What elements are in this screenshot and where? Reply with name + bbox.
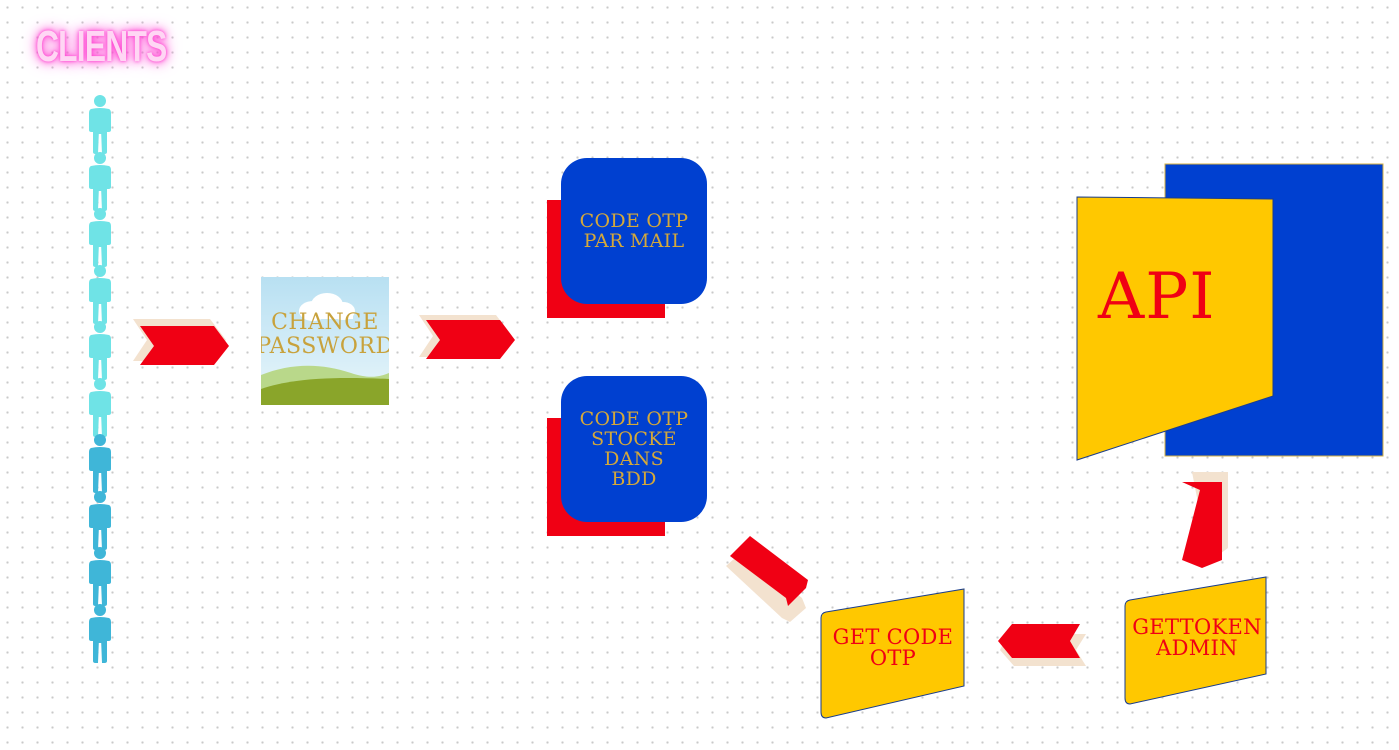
arrow-api-to-gettoken [1182, 472, 1228, 568]
otp-stored-in-db-box: CODE OTP STOCKÉ DANS BDD [547, 376, 709, 536]
clients-column [80, 94, 120, 663]
gettoken-admin-shape [1124, 576, 1267, 705]
person-icon-glyph [89, 265, 111, 324]
person-icon-glyph [89, 152, 111, 211]
person-icon [80, 603, 120, 663]
person-icon-glyph [89, 378, 111, 437]
person-icon-glyph [89, 604, 111, 663]
person-icon [80, 490, 120, 550]
api-label: API [1098, 260, 1216, 334]
person-icon [80, 151, 120, 211]
person-icon-glyph [89, 434, 111, 493]
get-code-otp-shape [820, 588, 965, 719]
landscape-image-icon [261, 277, 389, 405]
otp-by-mail-tile: CODE OTP PAR MAIL [561, 158, 707, 304]
person-icon-glyph [89, 321, 111, 380]
person-icon [80, 207, 120, 267]
arrow-get-code-otp-to-otp-db [726, 536, 808, 622]
person-icon [80, 377, 120, 437]
person-icon-glyph [89, 95, 111, 154]
gettoken-admin-card: GETTOKEN ADMIN [1124, 576, 1270, 708]
get-code-otp-card: GET CODE OTP [820, 588, 966, 720]
otp-stored-in-db-label: CODE OTP STOCKÉ DANS BDD [579, 408, 689, 490]
api-folder-shape [1076, 163, 1384, 461]
arrow-clients-to-change-password [133, 319, 229, 365]
change-password-label: CHANGE PASSWORD [261, 310, 389, 359]
person-icon-glyph [89, 547, 111, 606]
arrow-change-password-to-otp [419, 315, 515, 359]
person-icon-glyph [89, 491, 111, 550]
arrow-gettoken-to-get-code-otp [998, 624, 1086, 666]
person-icon-glyph [89, 208, 111, 267]
otp-by-mail-box: CODE OTP PAR MAIL [547, 158, 709, 318]
otp-by-mail-label: CODE OTP PAR MAIL [579, 210, 689, 252]
person-icon [80, 546, 120, 606]
person-icon [80, 320, 120, 380]
change-password-card: CHANGE PASSWORD [261, 277, 389, 405]
get-code-otp-label: GET CODE OTP [832, 625, 954, 670]
gettoken-admin-label: GETTOKEN ADMIN [1132, 615, 1262, 660]
clients-title: CLIENTS [36, 22, 167, 71]
person-icon [80, 264, 120, 324]
person-icon [80, 433, 120, 493]
otp-stored-in-db-tile: CODE OTP STOCKÉ DANS BDD [561, 376, 707, 522]
person-icon [80, 94, 120, 154]
api-block: API [1076, 162, 1386, 462]
